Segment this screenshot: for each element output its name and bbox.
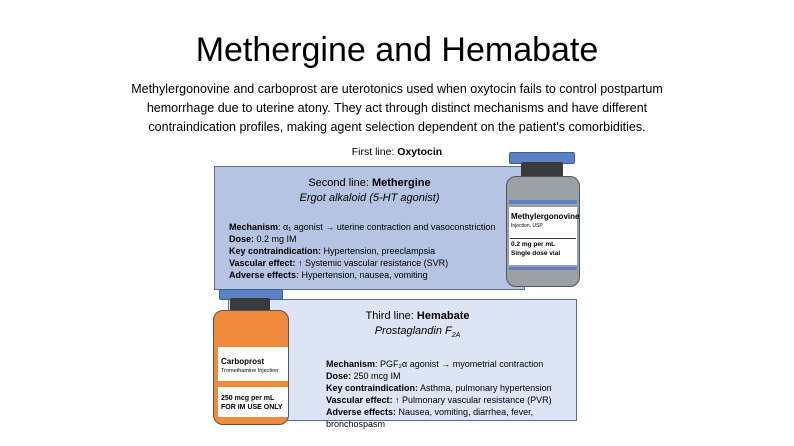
vial-band [218, 381, 288, 387]
vial-neck [230, 298, 270, 312]
vial-label [509, 207, 577, 265]
row-value: : α₁ agonist → uterine contraction and v… [278, 222, 496, 232]
vial-body: Carboprost Tromethamine Injection 250 mc… [213, 310, 289, 425]
vial-use: Single dose vial [511, 250, 561, 257]
row-label: Key contraindication: [229, 246, 322, 256]
row-value: ↑ Systemic vascular resistance (SVR) [295, 258, 449, 268]
methergine-row-contraindication: Key contraindication: Hypertension, pree… [229, 245, 524, 257]
row-label: Vascular effect: [229, 258, 296, 268]
first-line-agent: Oxytocin [397, 146, 443, 158]
methergine-row-adverse: Adverse effects: Hypertension, nausea, v… [229, 269, 524, 281]
row-label: Dose: [229, 234, 255, 244]
vial-body: Methylergonovine Injection, USP 0.2 mg p… [506, 176, 580, 287]
vial-band [218, 341, 288, 345]
row-label: Mechanism [326, 359, 376, 370]
vial-dose: 250 mcg per mL [221, 395, 275, 402]
hemabate-class-text: Prostaglandin F [374, 325, 452, 337]
hemabate-details: Mechanism: PGF₂α agonist → myometrial co… [326, 358, 576, 430]
row-label: Adverse effects: [229, 270, 300, 280]
vial-subtitle: Tromethamine Injection [221, 368, 279, 374]
hemabate-row-vascular: Vascular effect: ↑ Pulmonary vascular re… [326, 394, 576, 406]
methergine-row-mechanism: Mechanism: α₁ agonist → uterine contract… [229, 221, 524, 233]
vial-neck [521, 162, 563, 178]
methergine-row-vascular: Vascular effect: ↑ Systemic vascular res… [229, 257, 524, 269]
hemabate-heading: Third line: Hemabate [259, 309, 576, 324]
row-label: Vascular effect: [326, 395, 393, 406]
row-label: Key contraindication: [326, 383, 419, 394]
methergine-agent: Methergine [371, 177, 431, 189]
row-value: 250 mcg IM [351, 371, 401, 382]
row-label: Adverse effects: [326, 407, 397, 418]
hemabate-row-dose: Dose: 250 mcg IM [326, 370, 576, 382]
slide-title: Methergine and Hemabate [195, 31, 599, 69]
row-value: ↑ Pulmonary vascular resistance (PVR) [392, 395, 552, 406]
first-line-text: First line: Oxytocin [0, 146, 794, 158]
row-value: Nausea, vomiting, diarrhea, fever, bronc… [326, 407, 534, 430]
vial-use: FOR IM USE ONLY [221, 404, 283, 411]
vial-subtitle: Injection, USP [511, 223, 543, 229]
methergine-class: Ergot alkaloid (5-HT agonist) [299, 192, 440, 204]
vial-band [509, 267, 577, 270]
first-line-label: First line: [351, 146, 398, 158]
hemabate-line-label: Third line: [365, 310, 417, 322]
carboprost-vial-image: Carboprost Tromethamine Injection 250 mc… [210, 289, 290, 425]
row-label: Dose: [326, 371, 352, 382]
methylergonovine-vial-image: Methylergonovine Injection, USP 0.2 mg p… [505, 152, 580, 287]
hemabate-agent: Hemabate [416, 310, 470, 322]
methergine-line-label: Second line: [308, 177, 372, 189]
row-value: : PGF₂α agonist → myometrial contraction [375, 359, 544, 370]
row-value: Hypertension, preeclampsia [321, 246, 436, 256]
hemabate-row-contraindication: Key contraindication: Asthma, pulmonary … [326, 382, 576, 394]
methergine-card: Second line: Methergine Ergot alkaloid (… [214, 166, 525, 290]
hemabate-class-subscript: 2A [451, 332, 461, 340]
row-label: Mechanism [229, 222, 279, 232]
row-value: Asthma, pulmonary hypertension [418, 383, 552, 394]
vial-drug-name: Carboprost [221, 357, 265, 366]
methergine-details: Mechanism: α₁ agonist → uterine contract… [229, 221, 524, 281]
vial-band [509, 200, 577, 204]
vial-drug-name: Methylergonovine [511, 212, 580, 221]
row-value: Hypertension, nausea, vomiting [299, 270, 428, 280]
hemabate-class: Prostaglandin F2A [259, 324, 576, 343]
row-value: 0.2 mg IM [254, 234, 297, 244]
hemabate-row-mechanism: Mechanism: PGF₂α agonist → myometrial co… [326, 358, 576, 370]
vial-divider [510, 238, 576, 239]
intro-paragraph: Methylergonovine and carboprost are uter… [131, 82, 663, 134]
vial-dose: 0.2 mg per mL [511, 241, 556, 248]
methergine-row-dose: Dose: 0.2 mg IM [229, 233, 524, 245]
hemabate-row-adverse: Adverse effects: Nausea, vomiting, diarr… [326, 406, 576, 430]
methergine-heading: Second line: Methergine [215, 176, 524, 191]
